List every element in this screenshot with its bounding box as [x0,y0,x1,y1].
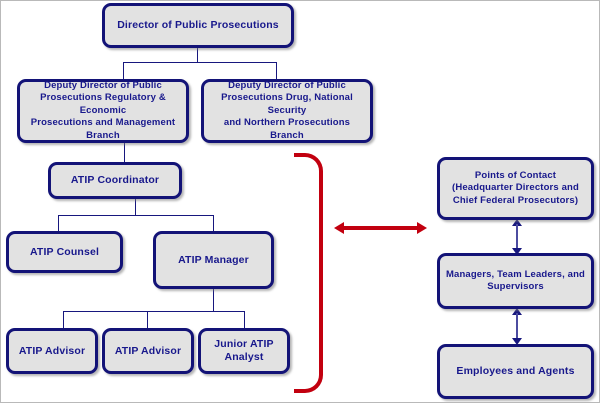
box-label: Deputy Director of Public Prosecutions R… [30,79,176,141]
connector-coordinator-down [135,199,136,216]
box-label: ATIP Counsel [29,245,100,258]
connector-manager-down [213,289,214,312]
connector-to-deputy-regulatory [123,62,124,80]
connector-deputy-to-coordinator [124,143,125,162]
box-atip-coordinator[interactable]: ATIP Coordinator [48,162,182,199]
connector-to-junior-analyst [244,311,245,328]
arrow-head-down-icon [512,248,522,255]
connector-to-deputy-drug [276,62,277,80]
box-label: ATIP Advisor [18,344,86,357]
arrow-head-up-icon [512,219,522,226]
connector-to-atip-counsel [58,215,59,231]
box-label: Points of Contact (Headquarter Directors… [452,169,579,206]
arrow-head-right-icon [417,222,427,234]
connector-to-advisor-1 [63,311,64,328]
arrow-head-down-icon [512,338,522,345]
connector-to-atip-manager [213,215,214,231]
connector-manager-bus [63,311,244,312]
box-label: ATIP Advisor [114,344,182,357]
box-label: Managers, Team Leaders, and Supervisors [445,268,586,293]
box-label: ATIP Manager [178,253,249,266]
arrow-shaft [516,224,518,250]
connector-coordinator-bus [58,215,214,216]
box-atip-advisor-1[interactable]: ATIP Advisor [6,328,98,374]
arrow-head-up-icon [512,308,522,315]
arrow-head-left-icon [334,222,344,234]
box-atip-advisor-2[interactable]: ATIP Advisor [102,328,194,374]
box-points-of-contact[interactable]: Points of Contact (Headquarter Directors… [437,157,594,220]
box-employees-and-agents[interactable]: Employees and Agents [437,344,594,399]
blue-bidirectional-arrow-managers-employees [510,308,524,345]
box-label: Deputy Director of Public Prosecutions D… [221,79,353,141]
box-label: Junior ATIP Analyst [214,338,274,363]
red-grouping-bracket [294,153,323,393]
box-director-of-public-prosecutions[interactable]: Director of Public Prosecutions [102,3,294,48]
box-managers-team-leaders-supervisors[interactable]: Managers, Team Leaders, and Supervisors [437,253,594,309]
connector-director-down [197,48,198,63]
box-label: ATIP Coordinator [70,174,160,186]
box-label: Employees and Agents [456,365,575,377]
box-deputy-director-drug[interactable]: Deputy Director of Public Prosecutions D… [201,79,373,143]
connector-to-advisor-2 [147,311,148,328]
blue-bidirectional-arrow-poc-managers [510,219,524,255]
box-label: Director of Public Prosecutions [117,19,279,31]
box-atip-manager[interactable]: ATIP Manager [153,231,274,289]
red-bidirectional-arrow [334,217,427,239]
connector-director-bus [123,62,277,63]
box-atip-counsel[interactable]: ATIP Counsel [6,231,123,273]
box-deputy-director-regulatory[interactable]: Deputy Director of Public Prosecutions R… [17,79,189,143]
arrow-shaft [342,226,419,230]
box-junior-atip-analyst[interactable]: Junior ATIP Analyst [198,328,290,374]
arrow-shaft [516,313,518,340]
